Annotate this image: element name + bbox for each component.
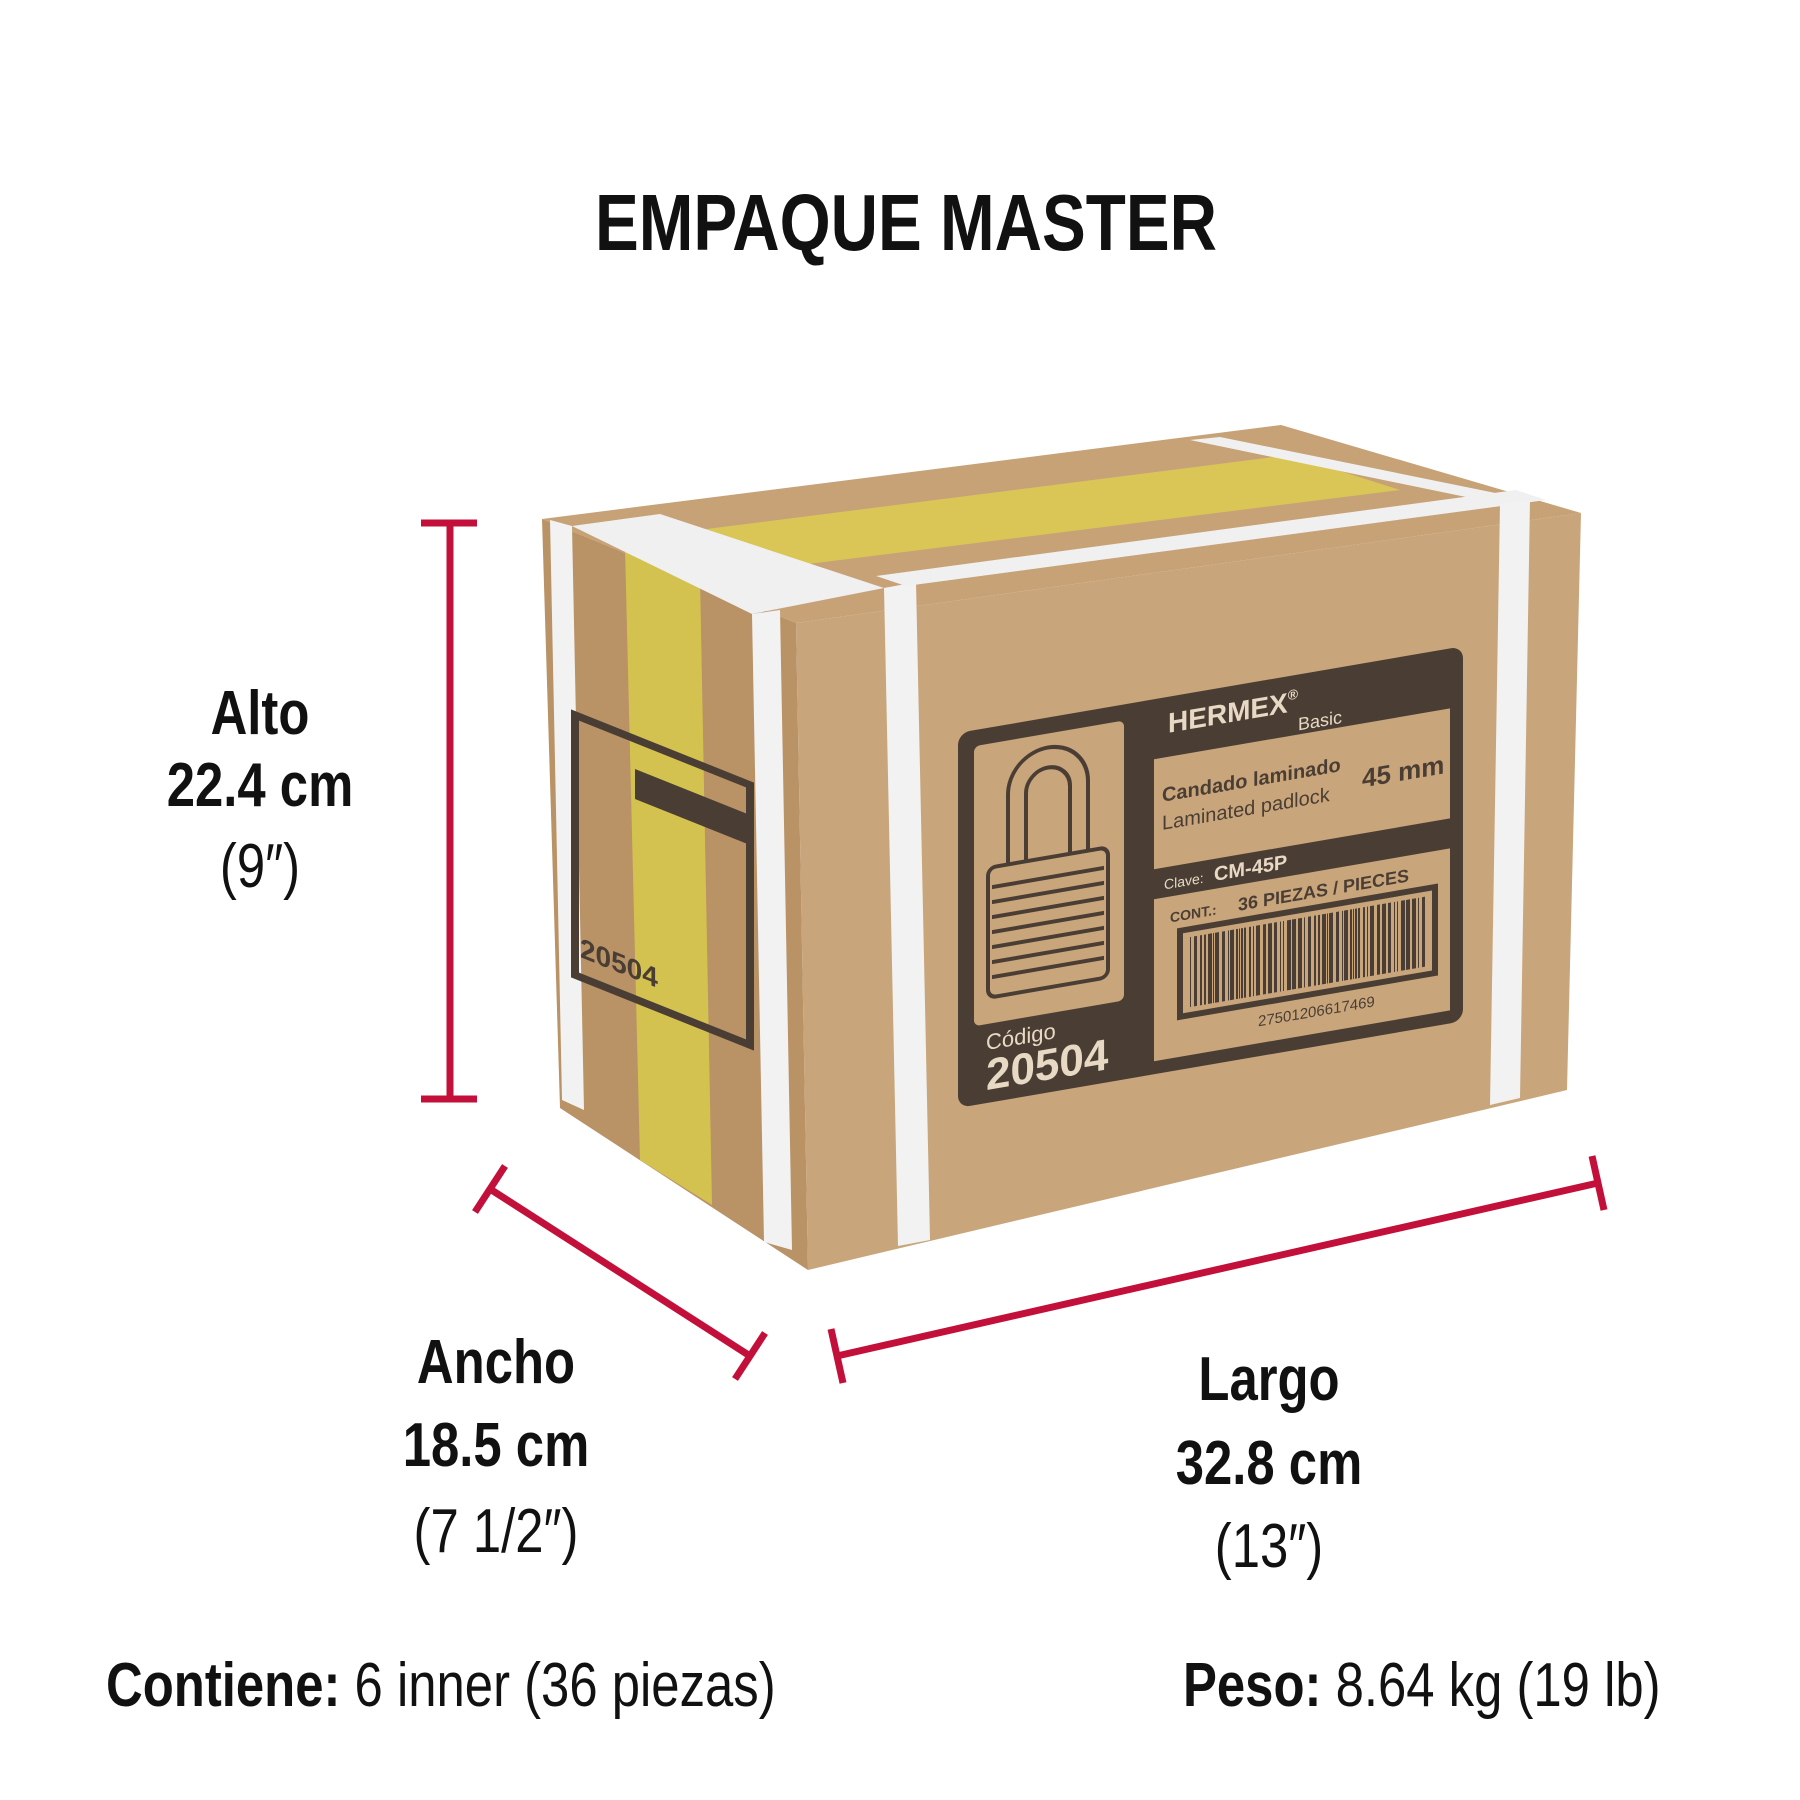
barcode-bar [1241,927,1243,999]
alto-metric: 22.4 cm [166,751,354,820]
barcode-bar [1215,932,1219,1003]
barcode-bar [1394,901,1395,973]
alto-label: Alto [210,679,310,748]
barcode-bar [1401,900,1405,971]
contents-label: Contiene: [106,1651,341,1720]
strap [884,582,930,1246]
strap [1490,500,1530,1105]
barcode-bar [1322,913,1326,985]
barcode-bar [1228,930,1229,1001]
barcode-bar [1194,935,1197,1007]
barcode-bar [1208,933,1212,1004]
barcode-bar [1350,909,1352,980]
barcode-bar [1190,936,1191,1008]
ancho-metric: 18.5 cm [402,1411,590,1480]
strap [1190,437,1530,504]
tape [625,548,712,1205]
strap [876,490,1546,586]
barcode-bar [1327,913,1328,984]
barcode-bar [1397,901,1398,972]
barcode-bar [1367,906,1368,977]
barcode-bar [1239,928,1240,999]
barcode-bar [1283,920,1284,992]
barcode-bar [1200,935,1202,1006]
barcode-bar [1204,934,1206,1005]
barcode-bar [1249,926,1251,997]
contents-value: 6 inner (36 piezas) [354,1651,776,1720]
barcode-bar [1336,911,1339,982]
largo-imperial: (13″) [1214,1512,1324,1581]
weight-value: 8.64 kg (19 lb) [1335,1651,1661,1720]
barcode-bar [1292,918,1296,990]
contents-info: Contiene: 6 inner (36 piezas) [106,1655,776,1717]
clave-label: Clave: [1164,870,1204,893]
front-label: Código 20504 HERMEX® Basic Candado lamin… [958,648,1463,1107]
dimension-lines [421,519,1608,1384]
barcode-bar [1268,922,1272,994]
ancho-imperial: (7 1/2″) [413,1497,579,1566]
largo-line [836,1179,1599,1360]
barcode-bar [1353,908,1354,980]
largo-label: Largo [1198,1345,1340,1414]
barcode [1177,883,1438,1021]
barcode-bar [1344,909,1348,981]
barcode-bar [1418,897,1419,968]
barcode-bar [1422,896,1425,968]
barcode-bar [1253,926,1254,997]
barcode-bar [1412,898,1416,969]
barcode-bar [1222,931,1225,1002]
barcode-bar [1236,928,1238,1000]
barcode-bar [1304,917,1305,988]
barcode-bar [1298,917,1302,989]
barcode-bar [1370,905,1374,977]
padlock-icon [986,744,1110,999]
weight-label: Peso: [1183,1651,1322,1720]
strap [572,514,884,614]
barcode-bar [1213,932,1214,1004]
barcode-bar [1358,907,1360,979]
alto-imperial: (9″) [219,832,301,901]
barcode-bar [1244,927,1246,998]
barcode-bar [1329,912,1333,984]
page-title: EMPAQUE MASTER [594,178,1218,267]
barcode-bar [1355,908,1357,979]
barcode-bar [1287,919,1291,991]
barcode-bar [1308,916,1311,987]
largo-metric: 32.8 cm [1175,1429,1363,1498]
barcode-bar [1314,915,1316,986]
barcode-bar [1388,902,1391,974]
ancho-line [488,1186,752,1359]
barcode-bar [1256,925,1260,996]
barcode-bar [1230,929,1234,1001]
barcode-bar [1363,906,1365,978]
barcode-bar [1274,922,1277,993]
barcode-bars [1190,896,1425,1008]
strap [752,610,792,1250]
tape [620,455,1400,575]
barcode-bar [1377,904,1380,975]
barcode-bar [1318,914,1320,986]
barcode-bar [1263,924,1266,995]
ancho-label: Ancho [416,1328,576,1397]
barcode-bar [1382,903,1386,975]
barcode-bar [1280,921,1281,992]
barcode-bar [1406,899,1410,970]
weight-info: Peso: 8.64 kg (19 lb) [1183,1655,1661,1717]
barcode-bar [1342,910,1343,981]
